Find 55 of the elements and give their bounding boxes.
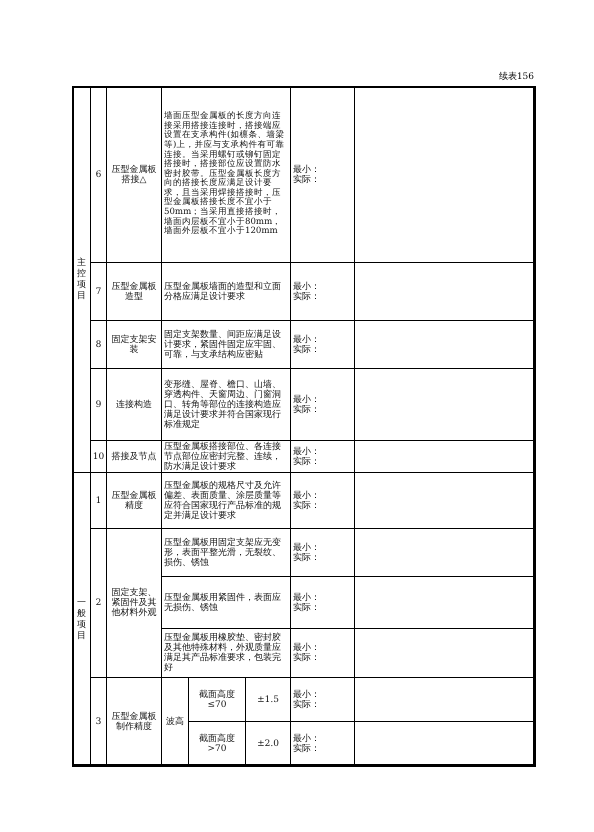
item-number: 1 [96,496,102,506]
item-name: 压型金属板精度 [110,490,158,510]
check-label: 实际： [293,500,320,510]
item-name: 固定支架、紧固件及其他材料外观 [110,588,158,618]
item-name: 压型金属板制作精度 [110,712,158,732]
check-label: 最小： [293,164,320,174]
item-name: 搭接及节点 [112,452,156,462]
requirement-text: 压型金属板用紧固件，表面应无损伤、锈蚀 [164,592,282,612]
requirement-text: 截面高度>70 [198,734,236,754]
check-label: 实际： [293,552,320,562]
item-name: 压型金属板造型 [110,282,158,302]
item-name: 压型金属板搭接△ [110,164,158,184]
item-number: 8 [96,340,102,350]
check-label: 最小： [293,542,320,552]
check-label: 最小： [293,690,320,700]
requirement-text: 墙面压型金属板的长度方向连接采用搭接连接时，搭接端应设置在支承构件(如檩条、墙梁等)上，并应与支承构件有可靠连接。当采用螺钉或铆钉固定搭接时，搭接部位应设置防水密封胶带。压型金属板长度方向的搭接长度应满足设计要求，且当采用焊接搭接时，压型金属板搭接长度不宜小于50mm；当采用直接搭接时，墙面内层板不宜小于80mm，墙面外层板不宜小于120mm [164,112,286,237]
check-label: 实际： [293,456,320,466]
check-label: 最小： [293,394,320,404]
check-label: 最小： [293,592,320,602]
check-label: 实际： [293,404,320,414]
check-label: 实际： [293,653,320,663]
tolerance-value: ±1.5 [257,694,279,704]
continued-table-note: 续表156 [498,70,534,83]
check-label: 最小： [293,643,320,653]
item-number: 2 [96,598,102,608]
check-label: 最小： [293,446,320,456]
check-label: 实际： [293,602,320,612]
requirement-text: 压型金属板搭接部位、各连接节点部位应密封完整、连续，防水满足设计要求 [164,442,282,472]
item-number: 3 [96,717,102,727]
requirement-text: 变形缝、屋脊、檐口、山墙、穿透构件、天窗周边、门窗洞口、转角等部位的连接构造应满足设计要求并符合国家现行标准规定 [164,380,282,430]
requirement-text: 截面高度≤70 [198,690,236,710]
check-label: 实际： [293,292,320,302]
requirement-text: 压型金属板用橡胶垫、密封胶及其他特殊材料，外观质量应满足其产品标准要求，包装完好 [164,633,282,673]
check-label: 实际： [293,174,320,184]
section-heading: 主控项目 [76,258,86,302]
requirement-text: 压型金属板的规格尺寸及允许偏差、表面质量、涂层质量等应符合国家现行产品标准的规定并满足设计要求 [164,480,282,520]
requirement-text: 压型金属板用固定支架应无变形，表面平整光滑，无裂纹、损伤、锈蚀 [164,538,282,568]
item-number: 6 [96,170,102,180]
item-name: 固定支架安装 [110,334,158,354]
check-label: 实际： [293,744,320,754]
tolerance-value: ±2.0 [257,739,279,749]
check-label: 最小： [293,282,320,292]
item-name: 波高 [166,717,184,727]
check-label: 最小： [293,734,320,744]
check-label: 实际： [293,700,320,710]
requirement-text: 固定支架数量、间距应满足设计要求，紧固件固定应牢固、可靠，与支承结构应密贴 [164,330,282,360]
check-label: 实际： [293,344,320,354]
item-number: 9 [96,400,102,410]
item-number: 7 [96,286,102,296]
section-heading: 一般项目 [76,598,86,642]
item-name: 连接构造 [116,400,152,410]
check-label: 最小： [293,334,320,344]
check-label: 最小： [293,490,320,500]
requirement-text: 压型金属板墙面的造型和立面分格应满足设计要求 [164,282,282,302]
item-number: 10 [92,452,104,462]
